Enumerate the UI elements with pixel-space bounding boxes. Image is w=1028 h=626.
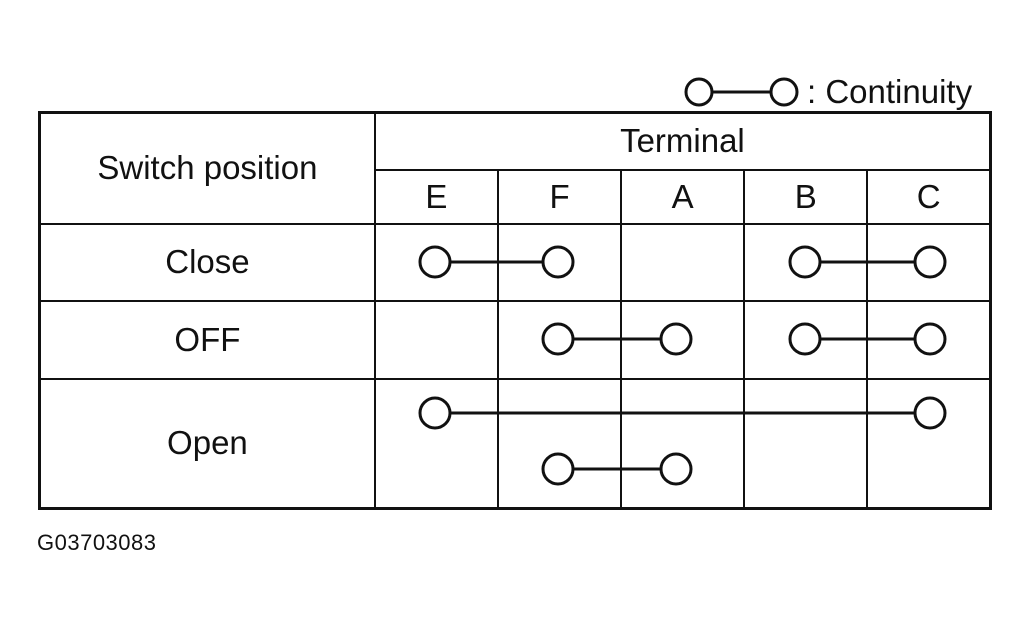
row-label-off: OFF: [38, 299, 376, 380]
figure-code: G03703083: [37, 530, 157, 555]
switch-position-header: Switch position: [38, 111, 376, 225]
legend: : Continuity: [683, 70, 972, 114]
table-row-close: Close: [38, 222, 992, 302]
continuity-symbol-icon: [684, 77, 799, 107]
terminal-label-f: F: [496, 168, 623, 225]
table-row-open: Open: [38, 377, 992, 510]
continuity-table: Switch position Terminal E F A B C Close…: [38, 111, 992, 510]
terminal-label-b: B: [743, 168, 869, 225]
terminal-label-a: A: [620, 168, 746, 225]
terminal-label-c: C: [866, 168, 992, 225]
row-label-close: Close: [38, 222, 376, 302]
legend-text: : Continuity: [807, 73, 973, 110]
terminal-header: Terminal: [373, 111, 992, 171]
row-label-open: Open: [38, 377, 376, 510]
terminal-label-e: E: [373, 168, 499, 225]
table-row-off: OFF: [38, 299, 992, 380]
